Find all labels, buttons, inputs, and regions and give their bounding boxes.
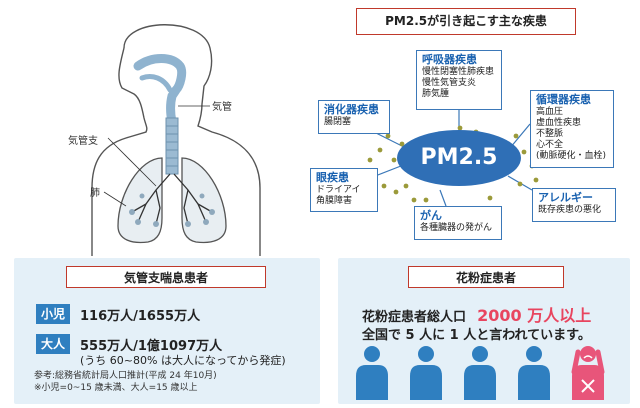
right-lung (181, 157, 227, 244)
disease-item: 虚血性疾患 (536, 118, 582, 128)
particle-dot (367, 157, 373, 163)
hayfever-total-highlight: 2000 万人以上 (477, 306, 592, 325)
disease-name: アレルギー (538, 191, 593, 204)
person-icon (518, 346, 550, 400)
person-icon (410, 346, 442, 400)
bronchi (131, 173, 213, 225)
bronchus-label: 気管支 (68, 136, 98, 147)
hayfever-total-prefix: 花粉症患者総人口 (362, 310, 467, 325)
disease-box-digestive: 消化器疾患 腸閉塞 (318, 100, 390, 134)
body-outline (123, 24, 261, 256)
disease-box-respiratory: 呼吸器疾患 慢性閉塞性肺疾患 慢性気管支炎 肺気腫 (416, 50, 502, 110)
alveoli (129, 193, 215, 227)
particle-dot (393, 189, 399, 195)
disease-item: 高血圧 (536, 107, 564, 117)
disease-box-allergy: アレルギー 既存疾患の悪化 (532, 188, 616, 222)
disease-item: 角膜障害 (316, 196, 353, 206)
person-icon (464, 346, 496, 400)
particle-dot (517, 181, 523, 187)
people-pictogram (356, 346, 605, 400)
disease-item: ドライアイ (316, 185, 361, 195)
disease-item: 既存疾患の悪化 (538, 205, 602, 215)
particle-dot (403, 183, 409, 189)
source-note: 参考:総務省統計局人口推計(平成 24 年10月) (34, 371, 217, 381)
left-lung (117, 157, 163, 244)
disease-item: 各種臓器の発がん (420, 223, 493, 233)
disease-name: 循環器疾患 (536, 93, 591, 106)
disease-name: がん (420, 209, 442, 222)
tag-child: 小児 (36, 304, 70, 324)
particle-dot (521, 149, 527, 155)
hayfever-total-line: 花粉症患者総人口 2000 万人以上 (362, 302, 591, 326)
disease-name: 消化器疾患 (324, 103, 379, 116)
asthma-panel-title: 気管支喘息患者 (66, 266, 266, 288)
age-definition-note: ※小児=0~15 歳未満、大人=15 歳以上 (34, 383, 198, 393)
disease-item: 腸閉塞 (324, 117, 352, 127)
particle-dot (533, 177, 539, 183)
disease-name: 呼吸器疾患 (422, 53, 477, 66)
trachea-label: 気管 (212, 102, 232, 113)
nasal-airway (133, 54, 187, 151)
lung-label: 肺 (90, 188, 100, 199)
disease-item: (動脈硬化・血栓) (536, 151, 607, 161)
particle-dot (457, 125, 463, 131)
trachea (165, 117, 179, 175)
disease-item: 慢性気管支炎 (422, 78, 477, 88)
hayfever-panel-title: 花粉症患者 (408, 266, 564, 288)
disease-item: 慢性閉塞性肺疾患 (422, 67, 495, 77)
child-count: 116万人/1655万人 (80, 309, 201, 324)
pm-center-ellipse: PM2.5 (397, 130, 521, 186)
tag-adult: 大人 (36, 334, 70, 354)
particle-dot (423, 197, 429, 203)
adult-onset-note: (うち 60~80% は大人になってから発症) (80, 354, 286, 367)
anatomy-illustration (91, 24, 261, 256)
person-icon (356, 346, 388, 400)
disease-box-eye: 眼疾患 ドライアイ 角膜障害 (310, 168, 378, 212)
particle-dot (513, 133, 519, 139)
particle-dot (487, 195, 493, 201)
hayfever-ratio-line: 全国で 5 人に 1 人と言われています。 (362, 328, 591, 343)
disease-box-cancer: がん 各種臓器の発がん (414, 206, 502, 240)
particle-dot (391, 157, 397, 163)
particle-dot (385, 133, 391, 139)
person-icon-hayfever (571, 346, 605, 400)
particle-dot (381, 183, 387, 189)
adult-count: 555万人/1億1097万人 (80, 339, 223, 354)
pm-diagram-title: PM2.5が引き起こす主な疾患 (356, 8, 576, 35)
particle-dot (377, 147, 383, 153)
disease-box-circulatory: 循環器疾患 高血圧 虚血性疾患 不整脈 心不全 (動脈硬化・血栓) (530, 90, 614, 168)
particle-dot (411, 197, 417, 203)
disease-item: 肺気腫 (422, 89, 450, 99)
disease-item: 不整脈 (536, 129, 564, 139)
disease-item: 心不全 (536, 140, 564, 150)
disease-name: 眼疾患 (316, 171, 349, 184)
